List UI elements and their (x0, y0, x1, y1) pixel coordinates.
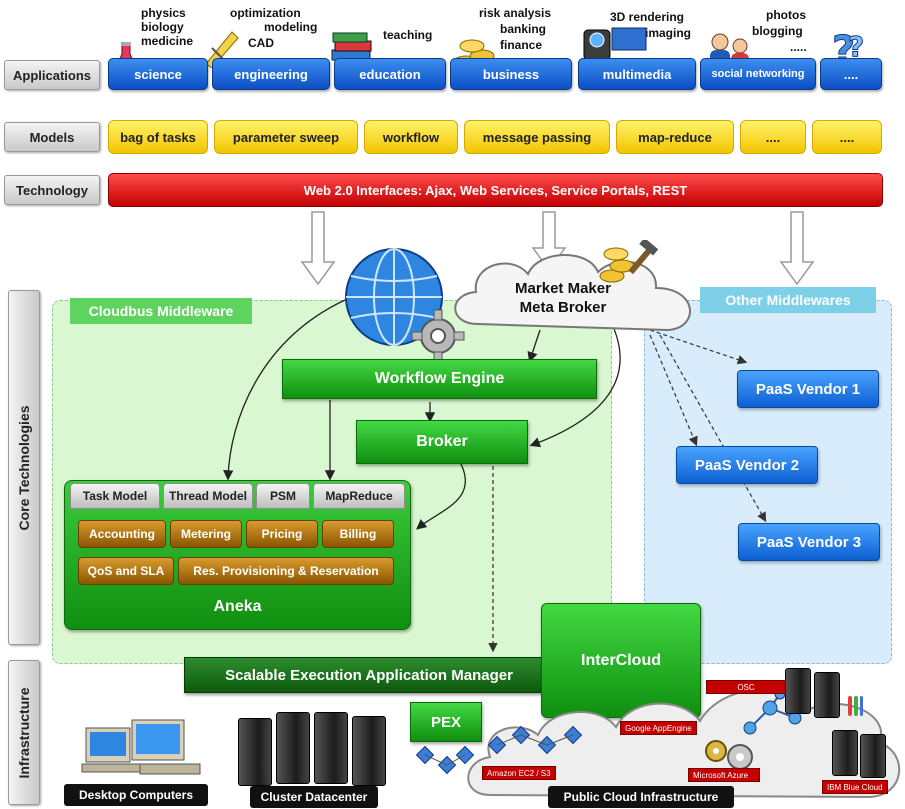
caption-medicine: medicine (141, 34, 194, 48)
caption-teaching: teaching (383, 28, 433, 42)
market-maker-line1: Market Maker (515, 280, 611, 297)
market-maker-cloud (448, 244, 708, 344)
market-maker-line2: Meta Broker (519, 299, 607, 316)
network-cube-icon (415, 745, 475, 785)
tag-ibm: IBM Blue Cloud (822, 780, 888, 794)
caption-optimization: optimization (230, 6, 301, 20)
model-bag-of-tasks: bag of tasks (108, 120, 208, 154)
aneka-tab-task-model: Task Model (70, 483, 160, 509)
tag-osc: OSC (706, 680, 786, 694)
server-icon (785, 668, 811, 714)
model-map-reduce: map-reduce (616, 120, 734, 154)
tag-azure: Microsoft Azure (688, 768, 760, 782)
app-engineering: engineering (212, 58, 330, 90)
tag-amazon: Amazon EC2 / S3 (482, 766, 556, 780)
desktop-computers-icon (80, 718, 210, 784)
app-education: education (334, 58, 446, 90)
camera-icon (582, 22, 648, 62)
caption-imaging: imaging (645, 26, 692, 40)
caption-risk-analysis: risk analysis (479, 6, 552, 20)
server-icon (238, 718, 272, 786)
intercloud: InterCloud (541, 603, 701, 718)
aneka-pricing: Pricing (246, 520, 318, 548)
app-multimedia: multimedia (578, 58, 696, 90)
caption-blogging: blogging (752, 24, 803, 38)
app-social-networking: social networking (700, 58, 816, 90)
caption-biology: biology (141, 20, 184, 34)
server-icon (832, 730, 858, 776)
aneka-metering: Metering (170, 520, 242, 548)
caption-photos: photos (766, 8, 806, 22)
model-more-1: .... (740, 120, 806, 154)
aneka-accounting: Accounting (78, 520, 166, 548)
server-icon (314, 712, 348, 784)
aneka-qos-sla: QoS and SLA (78, 557, 174, 585)
caption-finance: finance (500, 38, 543, 52)
model-workflow: workflow (364, 120, 458, 154)
app-business: business (450, 58, 572, 90)
layer-label-infrastructure: Infrastructure (8, 660, 40, 805)
model-message-passing: message passing (464, 120, 610, 154)
server-icon (814, 672, 840, 718)
aneka-title: Aneka (213, 598, 262, 615)
app-more: .... (820, 58, 882, 90)
aneka-tab-psm: PSM (256, 483, 310, 509)
label-desktop-computers: Desktop Computers (64, 784, 208, 806)
paas-vendor-3: PaaS Vendor 3 (738, 523, 880, 561)
caption-3d-rendering: 3D rendering (610, 10, 685, 24)
server-icon (860, 734, 886, 778)
caption-cad: CAD (248, 36, 274, 50)
aneka-res-provisioning: Res. Provisioning & Reservation (178, 557, 394, 585)
server-icon (276, 712, 310, 784)
broker: Broker (356, 420, 528, 464)
caption-ellipsis: ..... (790, 40, 807, 54)
seam-bar: Scalable Execution Application Manager (184, 657, 554, 693)
pex: PEX (410, 702, 482, 742)
aneka-tab-mapreduce: MapReduce (313, 483, 405, 509)
layer-label-technology: Technology (4, 175, 100, 205)
coins-hammer-icon (598, 237, 660, 288)
test-tubes-icon (846, 694, 864, 718)
aneka-tab-thread-model: Thread Model (163, 483, 253, 509)
other-middlewares-label: Other Middlewares (700, 287, 876, 313)
model-more-2: .... (812, 120, 882, 154)
workflow-engine: Workflow Engine (282, 359, 597, 399)
caption-banking: banking (500, 22, 547, 36)
globe-icon (343, 246, 445, 348)
label-cluster-datacenter: Cluster Datacenter (250, 786, 378, 808)
layer-label-applications: Applications (4, 60, 100, 90)
gear-icon (410, 308, 466, 364)
label-public-cloud: Public Cloud Infrastructure (548, 786, 734, 808)
caption-modeling: modeling (264, 20, 318, 34)
app-science: science (108, 58, 208, 90)
layer-label-core: Core Technologies (8, 290, 40, 645)
model-parameter-sweep: parameter sweep (214, 120, 358, 154)
aneka-billing: Billing (322, 520, 394, 548)
layer-label-models: Models (4, 122, 100, 152)
server-icon (352, 716, 386, 786)
technology-bar: Web 2.0 Interfaces: Ajax, Web Services, … (108, 173, 883, 207)
svg-text:?: ? (848, 30, 864, 63)
paas-vendor-2: PaaS Vendor 2 (676, 446, 818, 484)
paas-vendor-1: PaaS Vendor 1 (737, 370, 879, 408)
caption-physics: physics (141, 6, 186, 20)
cloudbus-label: Cloudbus Middleware (70, 298, 252, 324)
network-cube-icon (485, 725, 605, 765)
tag-google-appengine: Google AppEngine (620, 721, 697, 735)
